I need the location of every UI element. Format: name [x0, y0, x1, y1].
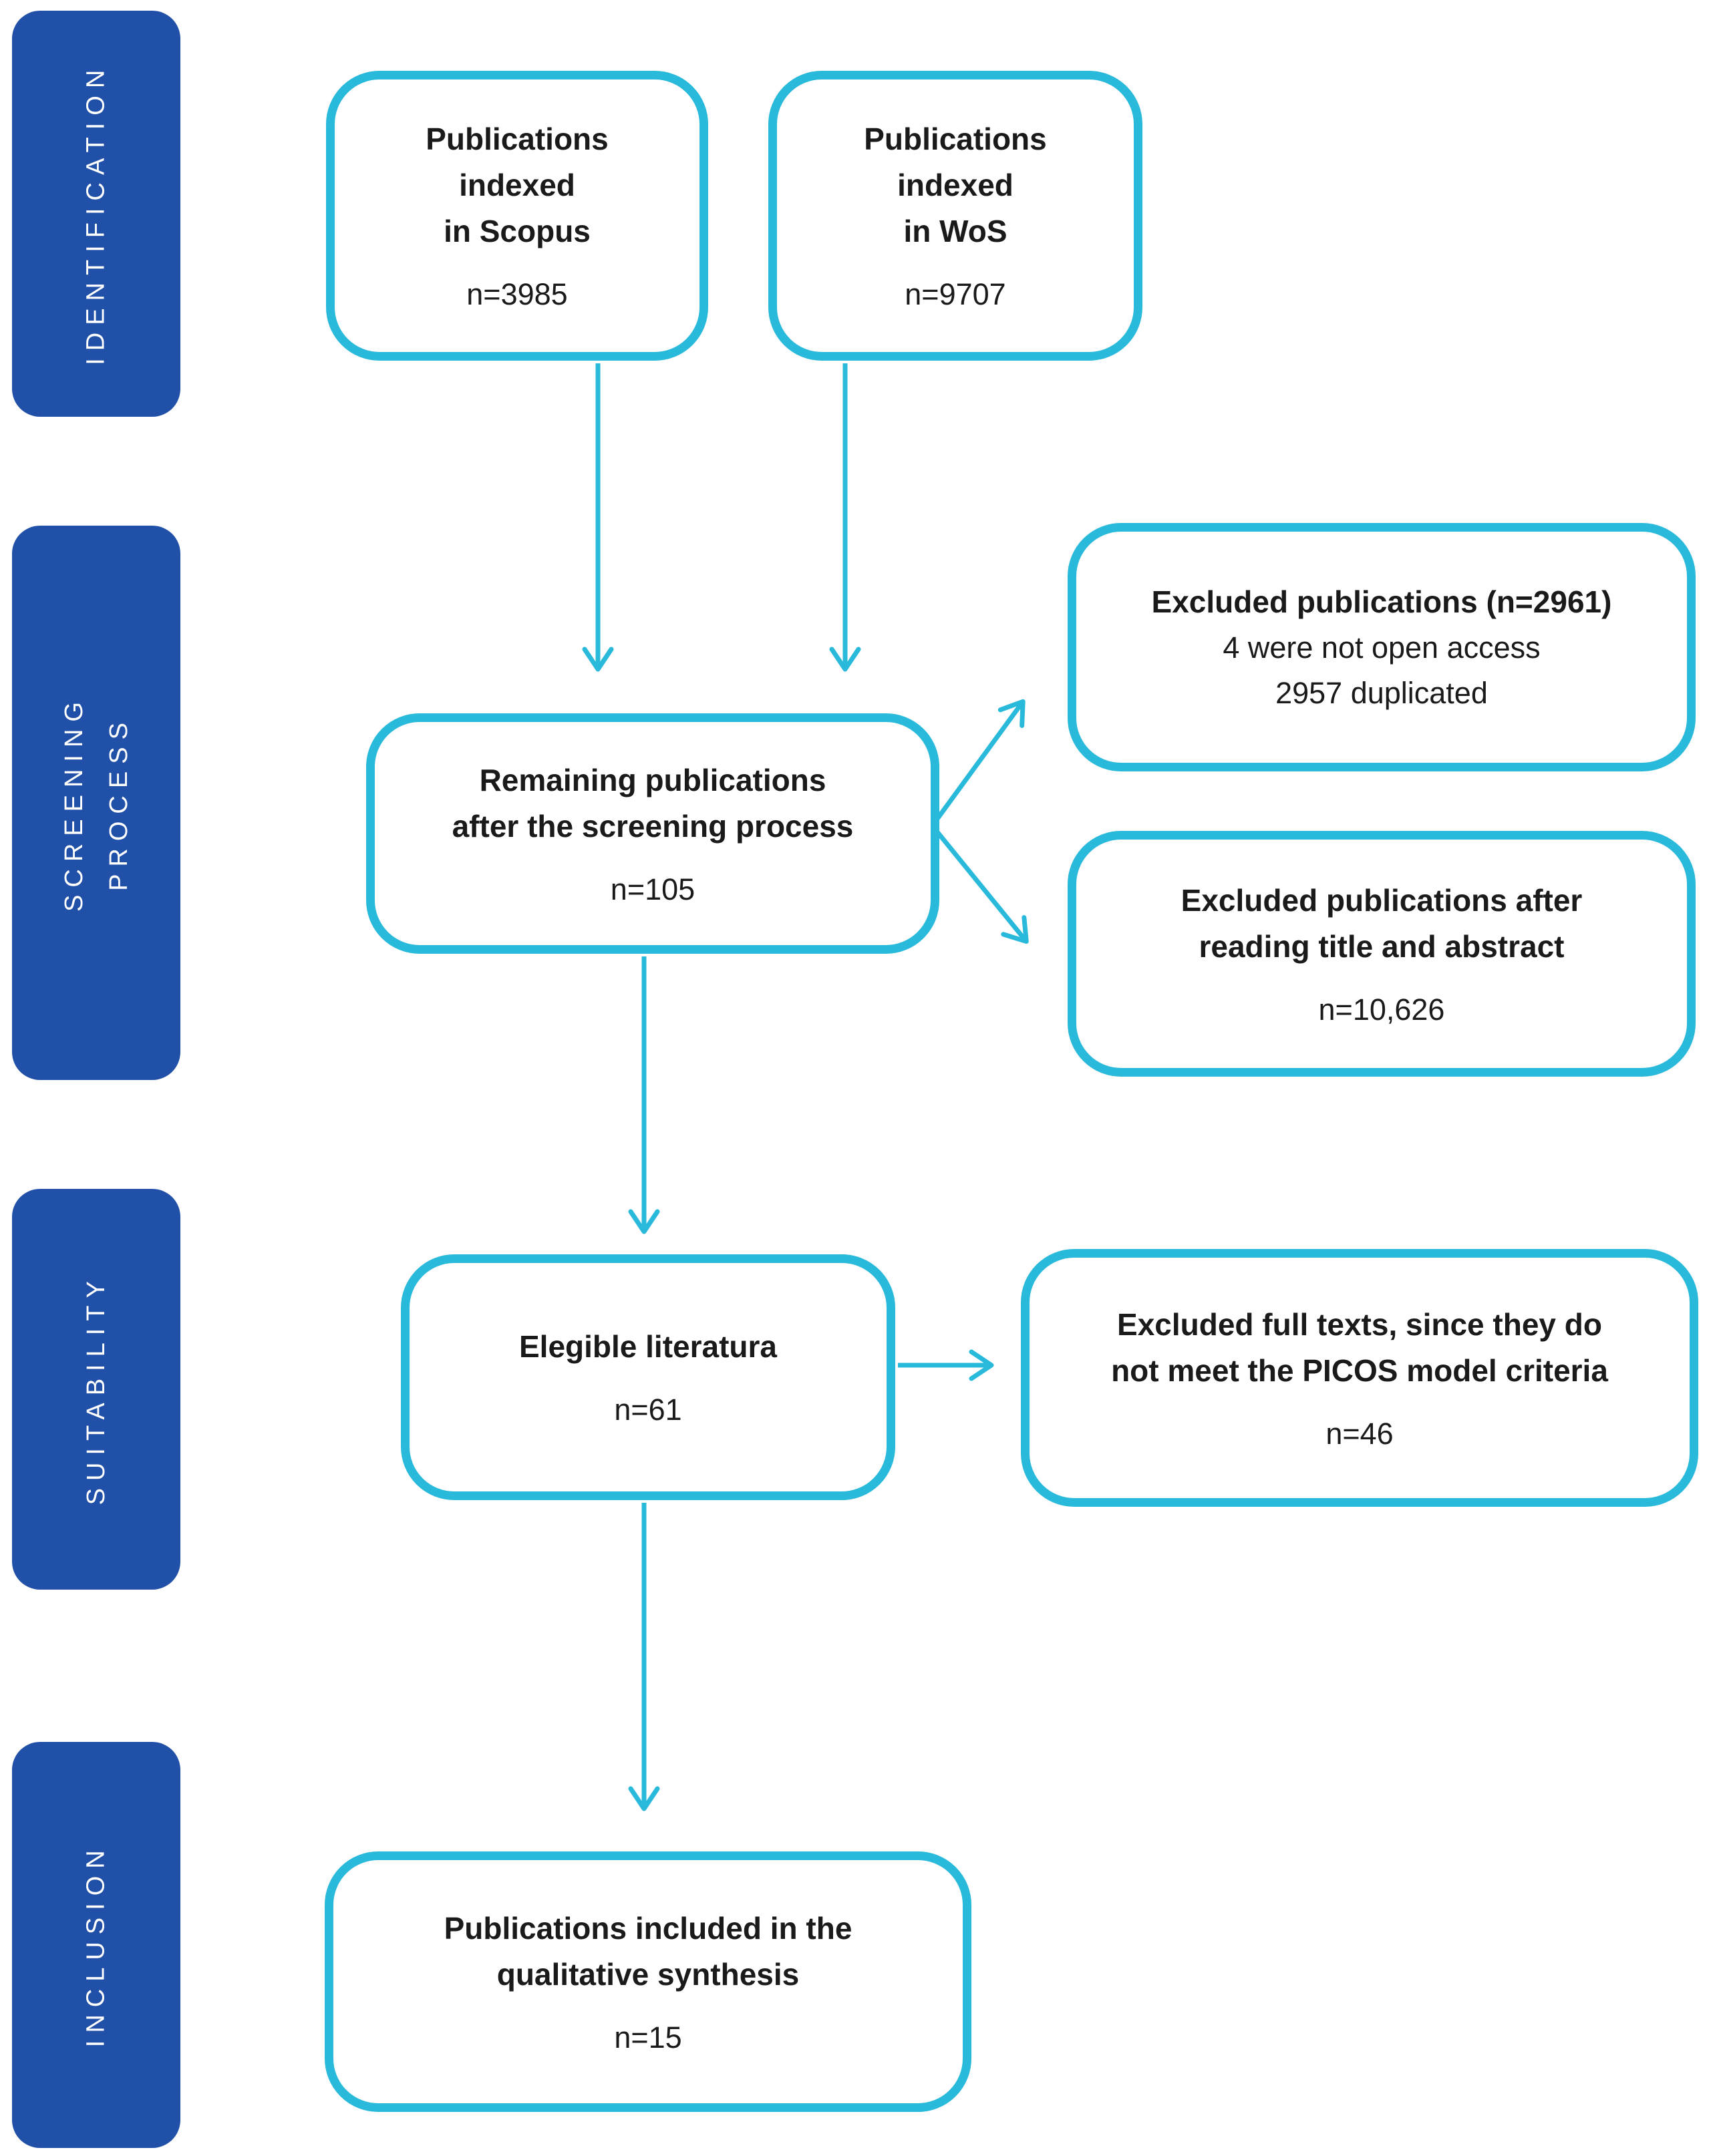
box-publications-scopus: Publications indexed in Scopus n=3985: [326, 71, 708, 361]
stage-inclusion: INCLUSION: [12, 1742, 180, 2148]
stage-suitability-label: SUITABILITY: [82, 1273, 110, 1505]
stage-screening-process-label: SCREENING PROCESS: [59, 694, 133, 912]
box-excluded-screening-title: Excluded publications (n=2961): [1151, 584, 1612, 619]
arrow-remaining-to-excluded-screening: [933, 699, 1026, 824]
box-eligible-literature-count: n=61: [614, 1393, 682, 1427]
box-excluded-picos-count: n=46: [1325, 1416, 1394, 1451]
box-remaining-publications-title: Remaining publications after the screeni…: [452, 762, 854, 844]
box-publications-wos-title: Publications indexed in WoS: [864, 122, 1047, 248]
box-excluded-title-abstract-title: Excluded publications after reading titl…: [1181, 882, 1583, 964]
box-publications-scopus-title: Publications indexed in Scopus: [426, 122, 609, 248]
box-excluded-picos-title: Excluded full texts, since they do not m…: [1111, 1306, 1608, 1388]
box-eligible-literature: Elegible literatura n=61: [401, 1254, 895, 1500]
arrow-remaining-to-excluded-title-abstract: [933, 828, 1029, 944]
box-remaining-publications: Remaining publications after the screeni…: [366, 713, 939, 954]
stage-suitability: SUITABILITY: [12, 1189, 180, 1590]
box-publications-wos-count: n=9707: [905, 277, 1006, 311]
box-excluded-title-abstract-count: n=10,626: [1318, 992, 1445, 1027]
box-excluded-title-abstract: Excluded publications after reading titl…: [1068, 831, 1696, 1077]
stage-inclusion-label: INCLUSION: [82, 1843, 110, 2047]
stage-screening-process: SCREENING PROCESS: [12, 526, 180, 1080]
box-included-qualitative-synthesis-title: Publications included in the qualitative…: [444, 1910, 852, 1992]
box-excluded-picos: Excluded full texts, since they do not m…: [1021, 1249, 1698, 1507]
box-included-qualitative-synthesis: Publications included in the qualitative…: [325, 1851, 971, 2112]
box-publications-wos: Publications indexed in WoS n=9707: [768, 71, 1142, 361]
box-publications-scopus-count: n=3985: [466, 277, 568, 311]
box-excluded-screening: Excluded publications (n=2961) 4 were no…: [1068, 523, 1696, 771]
box-included-qualitative-synthesis-count: n=15: [614, 2020, 682, 2054]
box-remaining-publications-count: n=105: [610, 872, 695, 906]
box-eligible-literature-title: Elegible literatura: [518, 1329, 777, 1364]
box-excluded-screening-details: 4 were not open access 2957 duplicated: [1223, 631, 1541, 710]
stage-identification: IDENTIFICATION: [12, 11, 180, 417]
stage-identification-label: IDENTIFICATION: [82, 62, 110, 365]
